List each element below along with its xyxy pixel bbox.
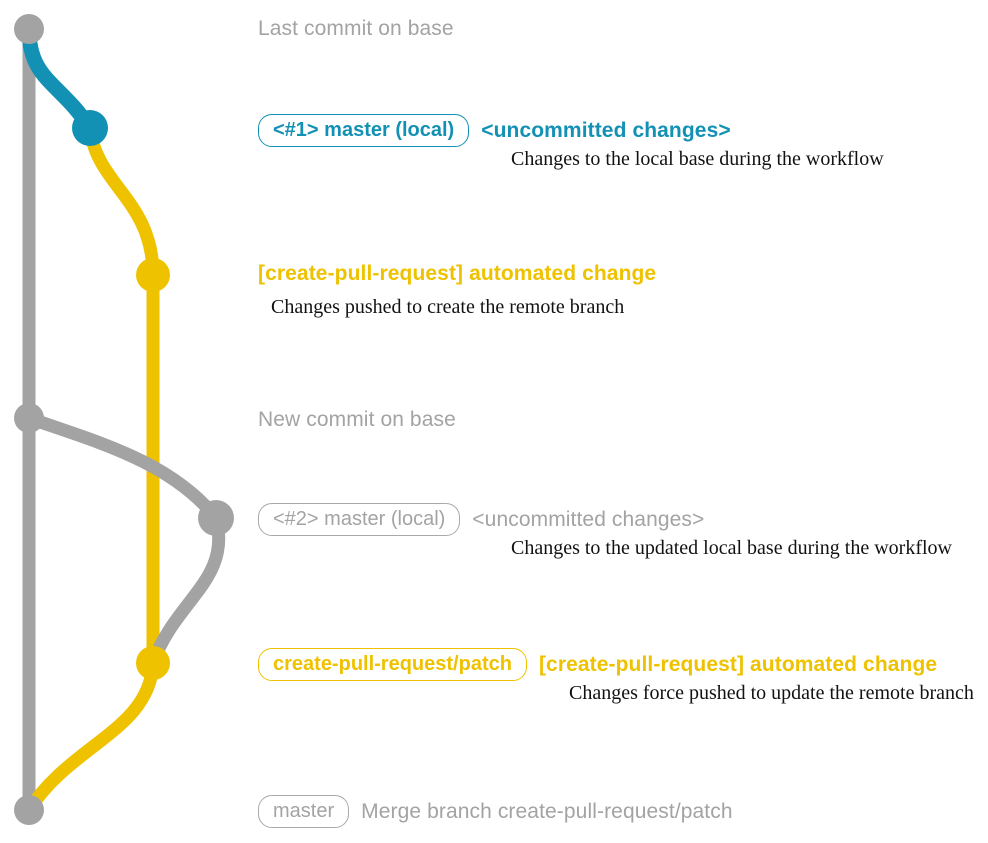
- node-remote-1[interactable]: [136, 258, 170, 292]
- commit-row-new-commit-on-base: New commit on base: [258, 408, 456, 432]
- node-merge[interactable]: [14, 795, 44, 825]
- commit-subject-merge-commit: Merge branch create-pull-request/patch: [361, 799, 733, 823]
- edge-local2-to-remote2: [146, 511, 226, 670]
- branch-badge-master[interactable]: master: [258, 795, 350, 828]
- node-local-2[interactable]: [198, 500, 234, 536]
- commit-row-last-commit-on-base: Last commit on base: [258, 17, 454, 41]
- branch-badge-create-pull-request-patch[interactable]: create-pull-request/patch: [258, 648, 527, 681]
- commit-description-automated-change-2: Changes force pushed to update the remot…: [569, 682, 974, 704]
- commit-row-local-changes-1: <#1> master (local) <uncommitted changes…: [258, 114, 731, 147]
- branch-badge-master-local-1[interactable]: <#1> master (local): [258, 114, 470, 147]
- commit-subject-last-commit-on-base: Last commit on base: [258, 17, 454, 40]
- commit-subject-local-changes-2: <uncommitted changes>: [472, 507, 705, 531]
- commit-description-local-changes-2: Changes to the updated local base during…: [511, 537, 952, 559]
- branch-badge-master-local-2[interactable]: <#2> master (local): [258, 503, 461, 536]
- node-base-2[interactable]: [14, 403, 44, 433]
- node-local-1[interactable]: [72, 110, 108, 146]
- edge-remote2-to-merge: [22, 656, 160, 817]
- node-base-1[interactable]: [14, 14, 44, 44]
- node-remote-2[interactable]: [136, 646, 170, 680]
- commit-row-merge-commit: master Merge branch create-pull-request/…: [258, 795, 733, 828]
- edge-base2-to-local2: [22, 411, 223, 525]
- commit-row-automated-change-2: create-pull-request/patch [create-pull-r…: [258, 648, 937, 681]
- commit-row-automated-change-1: [create-pull-request] automated change: [258, 262, 656, 286]
- commit-row-local-changes-2: <#2> master (local) <uncommitted changes…: [258, 503, 704, 536]
- commit-subject-local-changes-1: <uncommitted changes>: [481, 118, 731, 142]
- commit-description-local-changes-1: Changes to the local base during the wor…: [511, 148, 884, 170]
- commit-subject-automated-change-2: [create-pull-request] automated change: [538, 652, 938, 676]
- edge-local1-to-remote1: [83, 121, 160, 282]
- commit-subject-new-commit-on-base: New commit on base: [258, 408, 456, 431]
- commit-subject-automated-change-1: [create-pull-request] automated change: [258, 262, 657, 285]
- commit-description-automated-change-1: Changes pushed to create the remote bran…: [271, 296, 625, 318]
